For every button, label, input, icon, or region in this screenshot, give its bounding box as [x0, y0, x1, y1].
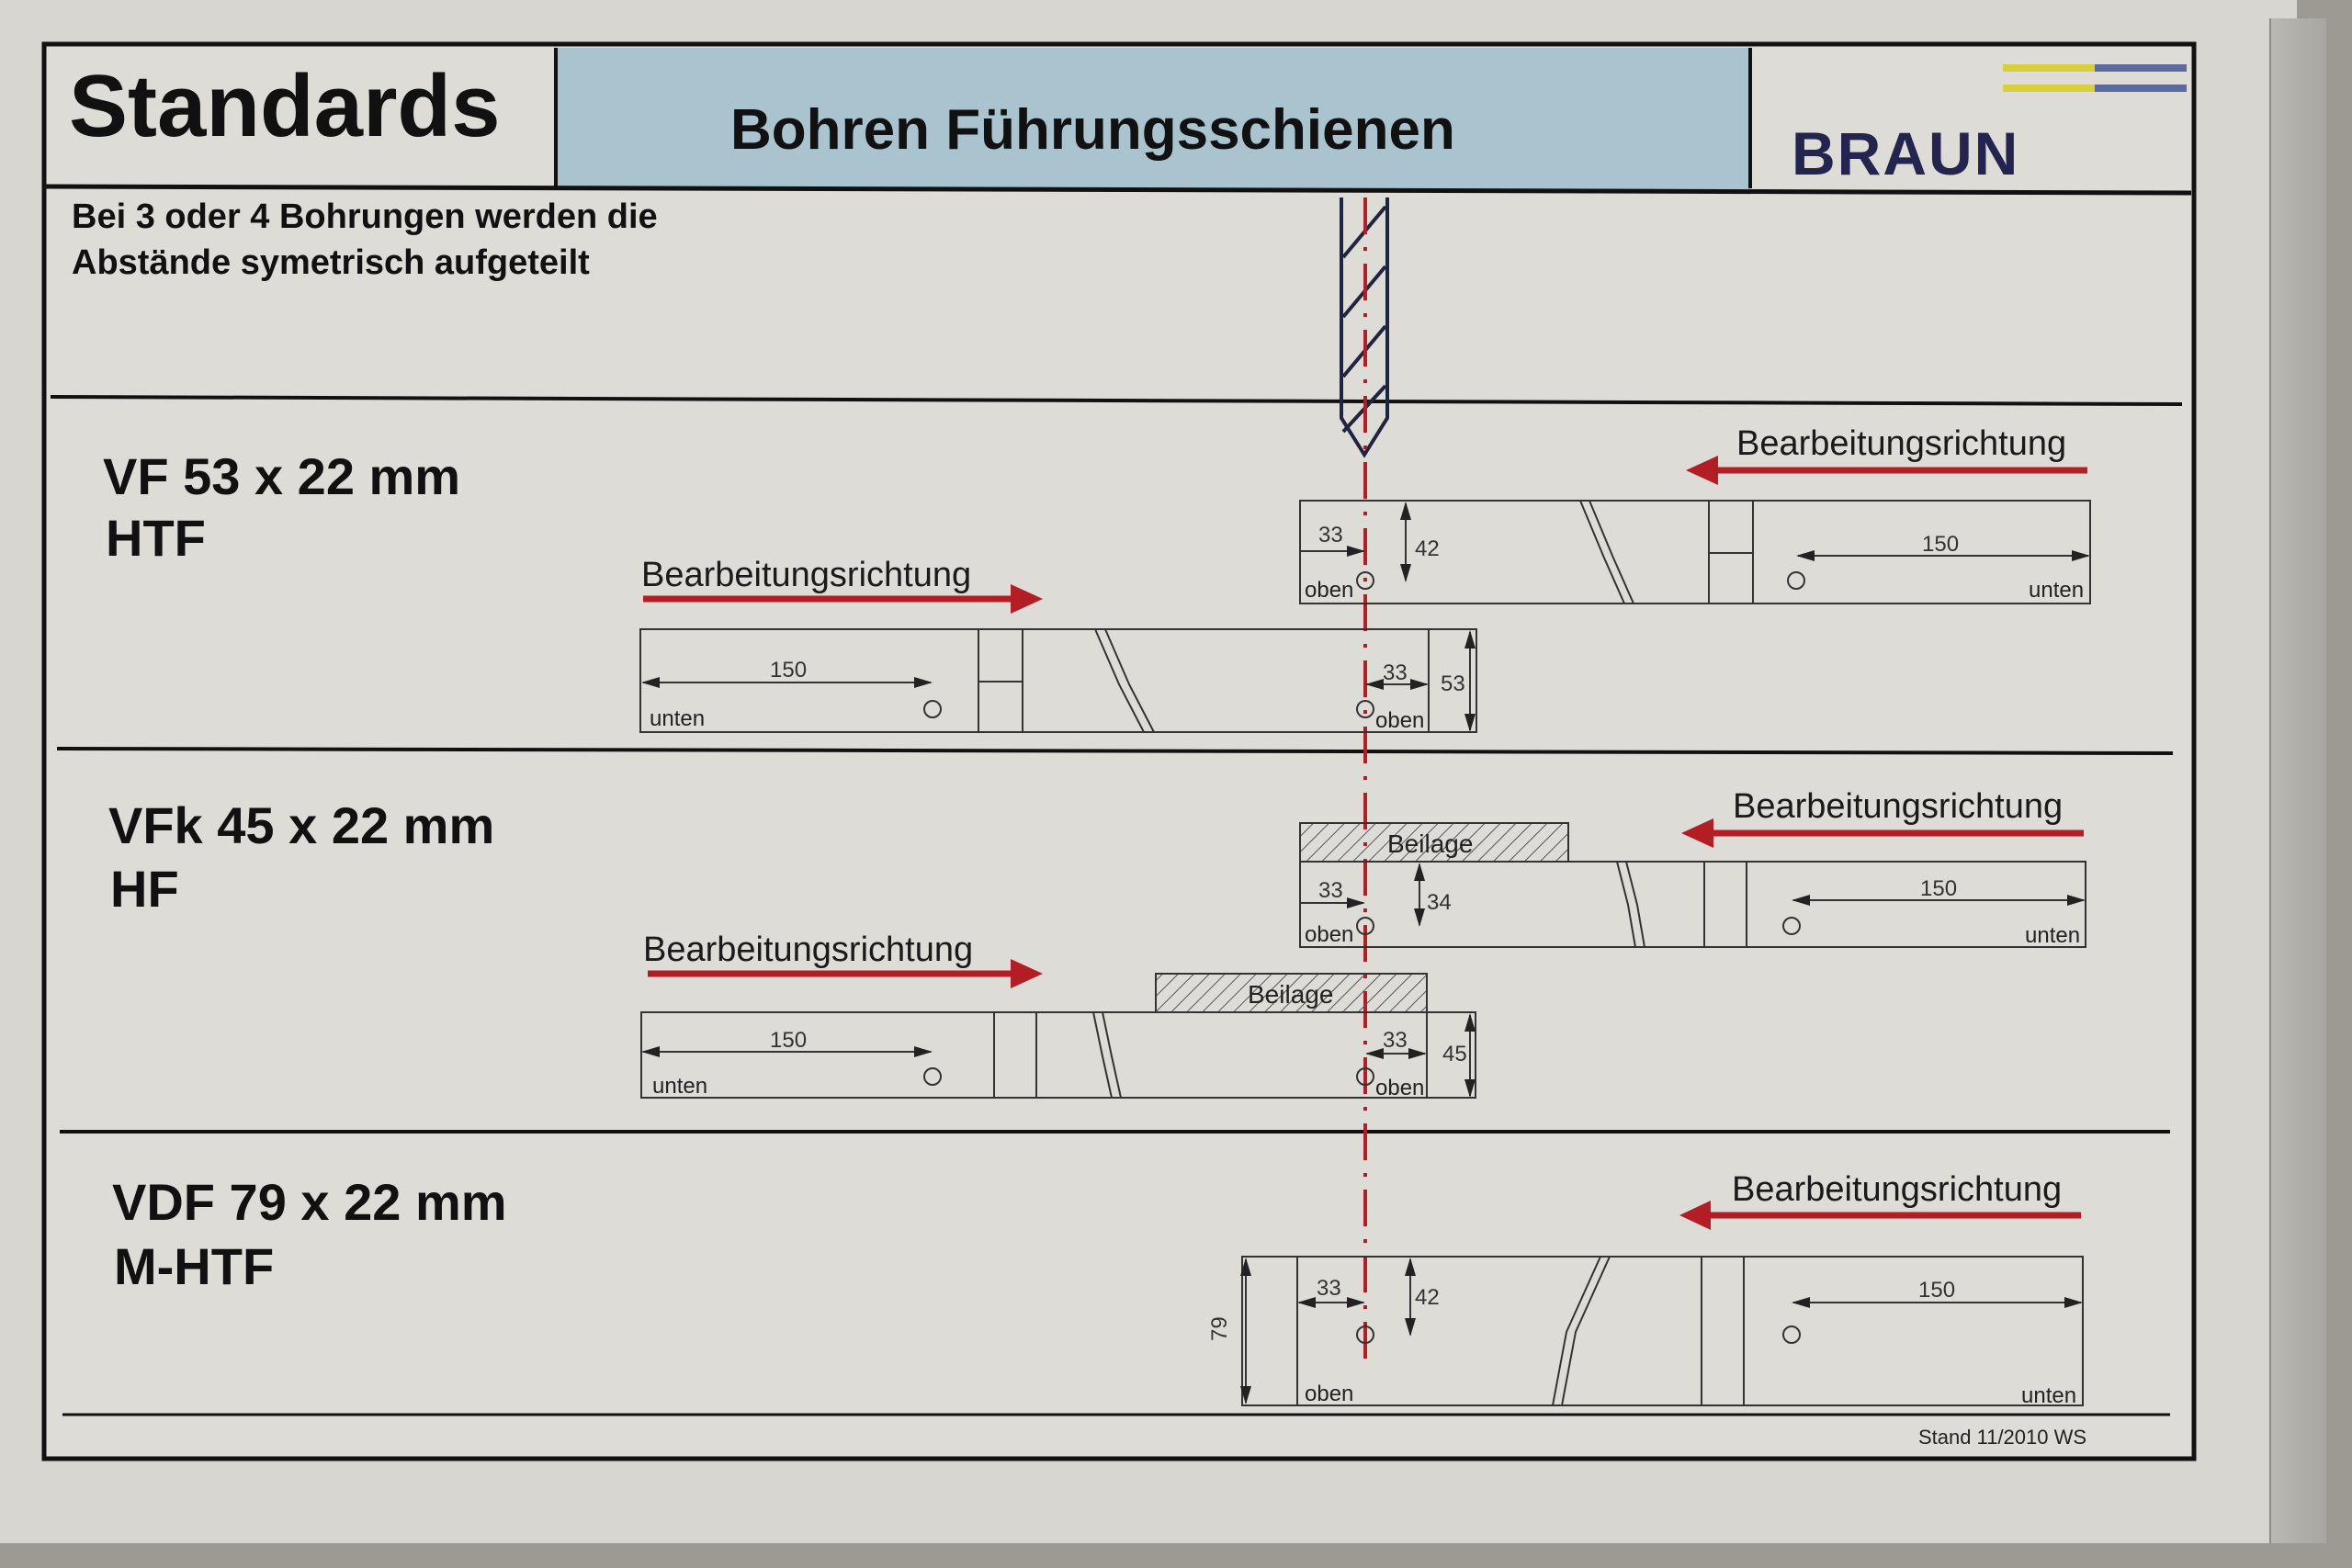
note-line-1: Bei 3 oder 4 Bohrungen werden die [72, 197, 658, 236]
svg-text:150: 150 [770, 1028, 807, 1053]
svg-text:150: 150 [1918, 1278, 1955, 1303]
board-frame [2269, 18, 2326, 1543]
profile-vf: VF 53 x 22 mm [103, 447, 460, 505]
svg-text:unten: unten [2029, 578, 2084, 603]
rail-drawing-vf-upper [1299, 500, 2091, 604]
svg-text:33: 33 [1383, 1028, 1408, 1053]
footer-stand: Stand 11/2010 WS [1918, 1426, 2086, 1449]
rail-drawing-vfk-upper [1299, 822, 2086, 948]
direction-label: Bearbeitungsrichtung [641, 556, 971, 594]
svg-text:oben: oben [1375, 708, 1424, 733]
title-header-bg [556, 48, 1750, 190]
page-title: Bohren Führungsschienen [730, 98, 1455, 162]
svg-text:53: 53 [1441, 671, 1465, 696]
svg-text:unten: unten [2025, 923, 2080, 948]
rail-drawing-vfk-lower [640, 973, 1476, 1099]
braun-logo: BRAUN [1792, 64, 2187, 187]
direction-arrow-left [1686, 456, 2087, 485]
profile-vfk: VFk 45 x 22 mm [108, 796, 494, 854]
svg-text:42: 42 [1415, 1285, 1440, 1310]
svg-text:33: 33 [1317, 1276, 1341, 1301]
svg-text:33: 33 [1383, 660, 1408, 685]
svg-text:150: 150 [1922, 532, 1959, 557]
svg-text:unten: unten [2021, 1383, 2076, 1408]
svg-text:oben: oben [1305, 922, 1353, 947]
note-line-2: Abstände symetrisch aufgeteilt [72, 243, 590, 282]
rail-drawing-vdf [1240, 1256, 2084, 1406]
profile-vdf: VDF 79 x 22 mm [112, 1173, 507, 1231]
direction-label: Bearbeitungsrichtung [1733, 787, 2063, 826]
shim-label: Beilage [1387, 829, 1473, 858]
type-htf: HTF [106, 509, 206, 567]
standards-label: Standards [69, 57, 500, 155]
shim-label: Beilage [1248, 980, 1333, 1009]
svg-text:150: 150 [770, 658, 807, 682]
svg-text:unten: unten [652, 1074, 707, 1099]
direction-arrow-right [643, 584, 1043, 614]
svg-text:150: 150 [1920, 876, 1957, 901]
type-m-htf: M-HTF [114, 1237, 274, 1295]
svg-text:42: 42 [1415, 536, 1440, 561]
svg-text:unten: unten [650, 706, 705, 731]
direction-label: Bearbeitungsrichtung [643, 931, 973, 969]
direction-label: Bearbeitungsrichtung [1732, 1170, 2062, 1209]
direction-arrow-left [1681, 818, 2084, 848]
svg-text:34: 34 [1427, 890, 1452, 915]
svg-text:33: 33 [1318, 523, 1343, 547]
svg-text:oben: oben [1375, 1076, 1424, 1100]
direction-arrow-right [648, 959, 1043, 988]
rail-drawing-vf-lower [639, 628, 1477, 733]
direction-arrow-left [1679, 1201, 2081, 1230]
type-hf: HF [110, 860, 179, 918]
direction-label: Bearbeitungsrichtung [1736, 424, 2066, 463]
svg-text:oben: oben [1305, 578, 1353, 603]
svg-text:33: 33 [1318, 878, 1343, 903]
svg-text:oben: oben [1305, 1382, 1353, 1406]
svg-text:BRAUN: BRAUN [1792, 119, 2019, 187]
svg-text:79: 79 [1207, 1316, 1232, 1341]
svg-text:45: 45 [1442, 1042, 1467, 1066]
